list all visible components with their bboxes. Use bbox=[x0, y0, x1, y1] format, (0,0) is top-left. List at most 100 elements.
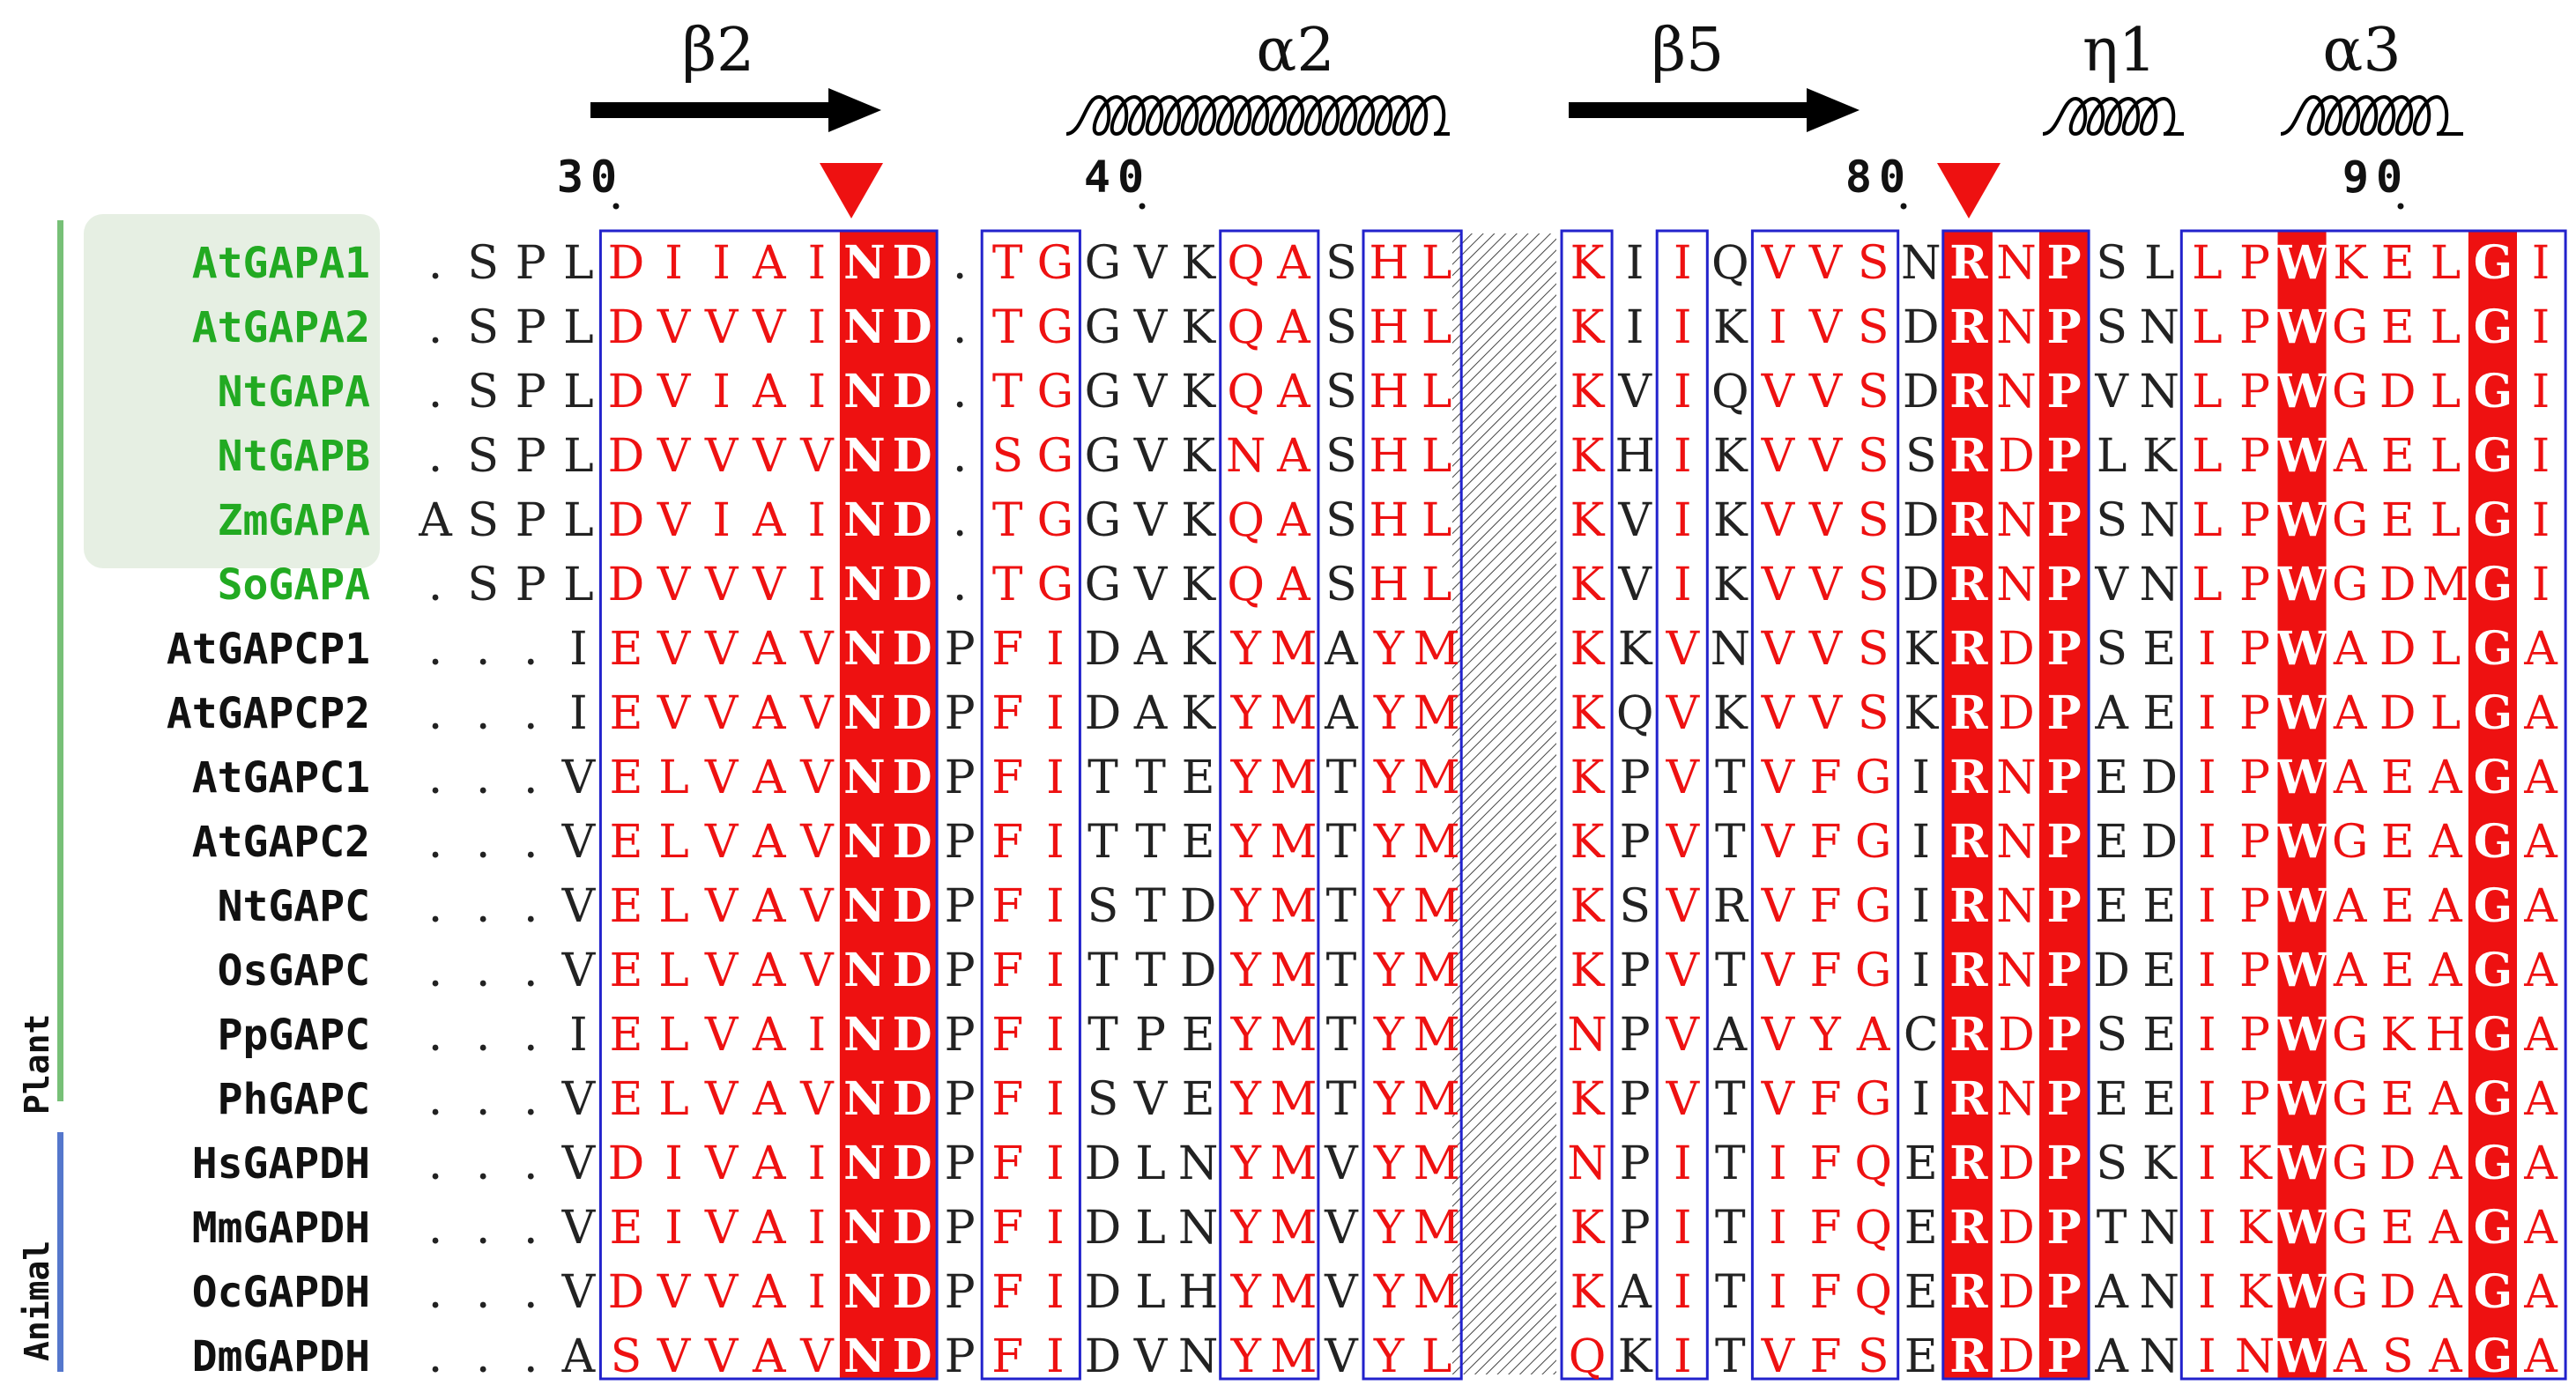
residue: I bbox=[2198, 752, 2216, 804]
residue: G bbox=[2474, 1330, 2513, 1383]
residue: P bbox=[2239, 430, 2270, 483]
residue: I bbox=[664, 237, 683, 290]
residue: E bbox=[2142, 1009, 2176, 1062]
residue: V bbox=[1808, 559, 1844, 611]
residue: K bbox=[1570, 237, 1606, 290]
residue: V bbox=[1761, 494, 1796, 547]
residue: L bbox=[658, 752, 689, 804]
residue: I bbox=[664, 1202, 683, 1255]
residue: T bbox=[1135, 816, 1166, 869]
residue: A bbox=[752, 1009, 787, 1062]
residue: G bbox=[2332, 366, 2369, 419]
residue: I bbox=[712, 366, 731, 419]
alignment-gap-hatch bbox=[1452, 233, 1556, 1374]
residue: . bbox=[428, 944, 443, 997]
residue: K bbox=[1904, 623, 1939, 676]
sequence-name-PpGAPC: PpGAPC bbox=[218, 1011, 370, 1060]
residue: S bbox=[1858, 494, 1889, 547]
residue: D bbox=[2141, 816, 2178, 869]
residue: G bbox=[1085, 301, 1122, 354]
residue: R bbox=[1949, 751, 1988, 804]
residue: A bbox=[752, 494, 787, 547]
residue: G bbox=[1037, 366, 1074, 419]
residue: E bbox=[2381, 1202, 2415, 1255]
residue: I bbox=[2198, 1202, 2216, 1255]
residue: F bbox=[1810, 1330, 1842, 1383]
residue: K bbox=[1570, 1202, 1606, 1255]
residue: I bbox=[808, 1009, 827, 1062]
residue: D bbox=[2093, 944, 2130, 997]
residue: Y bbox=[1373, 816, 1405, 869]
residue: V bbox=[1665, 816, 1700, 869]
residue: A bbox=[1276, 494, 1311, 547]
residue: P bbox=[945, 1137, 976, 1190]
residue: Y bbox=[1373, 687, 1405, 740]
residue: R bbox=[1713, 880, 1749, 933]
residue: V bbox=[704, 1266, 739, 1319]
residue: T bbox=[1326, 1073, 1357, 1126]
residue: Y bbox=[1373, 944, 1405, 997]
residue: M bbox=[1270, 944, 1317, 997]
residue: N bbox=[2140, 1202, 2180, 1255]
conserved-column-R10 bbox=[2039, 231, 2089, 1379]
residue: A bbox=[2333, 430, 2368, 483]
residue: V bbox=[1133, 1073, 1169, 1126]
residue: W bbox=[2275, 429, 2329, 483]
residue: K bbox=[1570, 301, 1606, 354]
similarity-box-R0 bbox=[1560, 229, 1614, 1381]
residue: S bbox=[1858, 623, 1889, 676]
residue: V bbox=[1665, 1073, 1700, 1126]
residue: R bbox=[1949, 944, 1988, 997]
residue: D bbox=[1998, 1330, 2035, 1383]
residue: . bbox=[476, 1137, 491, 1190]
residue: Q bbox=[1227, 237, 1265, 290]
residue: T bbox=[1326, 880, 1357, 933]
position-number-90: 90 bbox=[2342, 152, 2409, 203]
residue: Y bbox=[1230, 816, 1262, 869]
residue: E bbox=[609, 1202, 642, 1255]
residue: S bbox=[1905, 430, 1937, 483]
residue: V bbox=[799, 1073, 835, 1126]
residue: P bbox=[945, 944, 976, 997]
residue: K bbox=[1713, 301, 1748, 354]
residue: S bbox=[467, 494, 499, 547]
residue: V bbox=[561, 880, 597, 933]
residue: I bbox=[1912, 944, 1930, 997]
residue: V bbox=[1617, 494, 1652, 547]
residue: V bbox=[657, 687, 692, 740]
residue: P bbox=[516, 559, 546, 611]
residue: V bbox=[561, 944, 597, 997]
residue: V bbox=[657, 301, 692, 354]
residue: D bbox=[893, 1330, 932, 1383]
residue: V bbox=[1761, 366, 1796, 419]
residue: D bbox=[893, 558, 932, 611]
residue: G bbox=[1855, 880, 1892, 933]
residue: A bbox=[2523, 752, 2558, 804]
residue: A bbox=[2523, 1009, 2558, 1062]
residue: P bbox=[2046, 1137, 2081, 1190]
sequence-name-OcGAPDH: OcGAPDH bbox=[192, 1268, 370, 1317]
residue: I bbox=[1046, 623, 1065, 676]
residue: N bbox=[1178, 1330, 1219, 1383]
residue: H bbox=[1178, 1266, 1218, 1319]
sequence-name-DmGAPDH: DmGAPDH bbox=[192, 1332, 370, 1381]
residue: A bbox=[752, 1073, 787, 1126]
residue: . bbox=[476, 816, 491, 869]
residue: I bbox=[1046, 1266, 1065, 1319]
residue: I bbox=[1674, 1137, 1692, 1190]
residue: V bbox=[1133, 430, 1169, 483]
residue: . bbox=[476, 1330, 491, 1383]
residue: V bbox=[704, 752, 739, 804]
residue: . bbox=[953, 430, 968, 483]
residue: . bbox=[476, 687, 491, 740]
residue: H bbox=[1369, 237, 1408, 290]
residue: K bbox=[1181, 366, 1216, 419]
sequence-name-AtGAPA2: AtGAPA2 bbox=[192, 303, 370, 352]
residue: . bbox=[523, 1073, 538, 1126]
residue: D bbox=[2379, 687, 2416, 740]
residue: D bbox=[1998, 1009, 2035, 1062]
residue: . bbox=[428, 816, 443, 869]
residue: T bbox=[992, 301, 1023, 354]
residue: N bbox=[1996, 237, 2037, 290]
residue: D bbox=[2379, 366, 2416, 419]
